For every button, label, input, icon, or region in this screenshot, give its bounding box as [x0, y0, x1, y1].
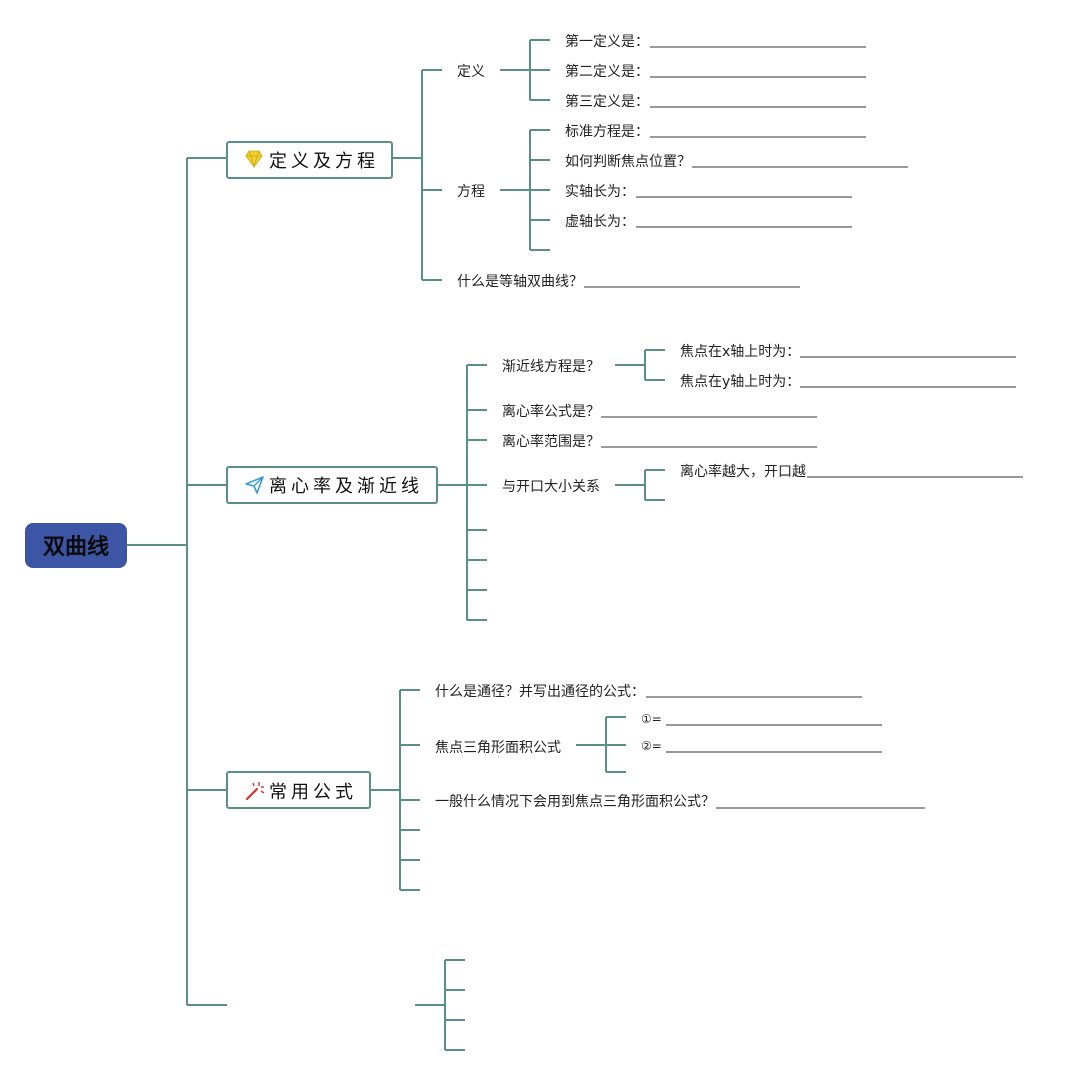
root-label: 双曲线: [43, 534, 109, 560]
branch-definition-equation[interactable]: 定义及方程: [226, 141, 393, 179]
leaf-first-definition[interactable]: 第一定义是：: [565, 33, 649, 50]
leaf-eccentricity-larger[interactable]: 离心率越大，开口越: [680, 463, 806, 480]
node-opening-relation[interactable]: 与开口大小关系: [502, 479, 600, 495]
branch-common-formulas[interactable]: 常用公式: [226, 771, 371, 809]
branch-eccentricity-asymptote[interactable]: 离心率及渐近线: [226, 466, 438, 504]
node-equation[interactable]: 方程: [457, 184, 485, 200]
leaf-focus-x-axis[interactable]: 焦点在x轴上时为：: [680, 344, 800, 360]
leaf-third-definition[interactable]: 第三定义是：: [565, 93, 649, 110]
node-asymptote-equation[interactable]: 渐近线方程是？: [502, 359, 600, 375]
node-latus-rectum[interactable]: 什么是通径？并写出通径的公式：: [435, 684, 645, 700]
diamond-icon: [245, 150, 263, 169]
node-eccentricity-formula[interactable]: 离心率公式是？: [502, 403, 600, 420]
branch-label: 常用公式: [269, 782, 357, 803]
leaf-imaginary-axis[interactable]: 虚轴长为：: [565, 214, 635, 230]
root-node[interactable]: 双曲线: [25, 523, 127, 568]
branch-label: 定义及方程: [269, 151, 379, 172]
node-eccentricity-range[interactable]: 离心率范围是？: [502, 433, 600, 450]
leaf-second-definition[interactable]: 第二定义是：: [565, 63, 649, 80]
leaf-real-axis[interactable]: 实轴长为：: [565, 184, 635, 200]
branch-label: 离心率及渐近线: [269, 476, 423, 497]
paper-plane-icon: [245, 476, 264, 494]
magic-wand-icon: [245, 782, 265, 801]
node-definition[interactable]: 定义: [457, 64, 485, 80]
leaf-focus-y-axis[interactable]: 焦点在y轴上时为：: [680, 374, 800, 390]
leaf-standard-equation[interactable]: 标准方程是：: [565, 124, 649, 140]
leaf-formula-2[interactable]: ②=: [641, 739, 662, 753]
leaf-focus-position[interactable]: 如何判断焦点位置？: [565, 154, 691, 170]
node-focal-triangle-area[interactable]: 焦点三角形面积公式: [435, 740, 561, 756]
node-when-use-formula[interactable]: 一般什么情况下会用到焦点三角形面积公式？: [435, 794, 715, 810]
answer-blanks: [584, 46, 1023, 809]
leaf-formula-1[interactable]: ①=: [641, 712, 662, 726]
node-equilateral-hyperbola[interactable]: 什么是等轴双曲线？: [457, 273, 583, 290]
connectors: [127, 39, 665, 1051]
